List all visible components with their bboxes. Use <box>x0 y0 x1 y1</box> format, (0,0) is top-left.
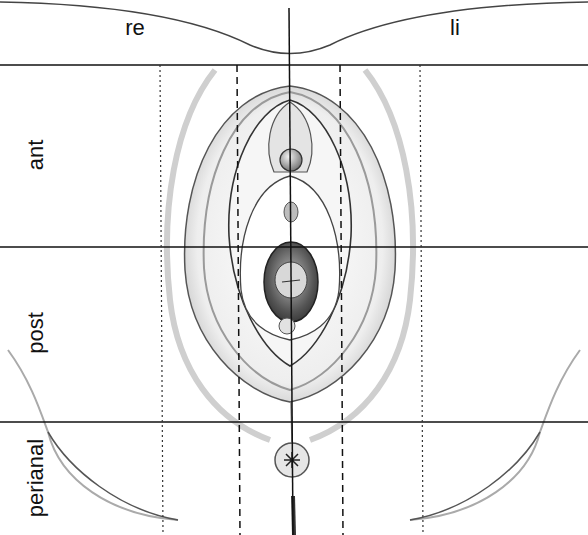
region-label: perianal <box>25 439 47 517</box>
dashed-grid-line <box>237 65 240 535</box>
fourchette <box>279 318 295 334</box>
side-label: re <box>125 17 145 39</box>
body-contour <box>0 2 588 54</box>
buttock-contour <box>48 432 178 520</box>
region-label: post <box>25 312 47 354</box>
grid-line <box>0 421 588 423</box>
grid-line <box>0 64 588 66</box>
region-label: ant <box>25 140 47 171</box>
thigh-contour <box>8 350 178 520</box>
grid-line <box>0 246 588 248</box>
dotted-grid-line <box>420 65 423 535</box>
midline <box>289 8 293 535</box>
clitoris <box>280 149 302 171</box>
buttock-contour <box>410 432 540 520</box>
side-label: li <box>450 17 460 39</box>
thigh-contour <box>410 350 580 520</box>
dashed-grid-line <box>340 65 343 535</box>
dotted-grid-line <box>160 65 163 535</box>
